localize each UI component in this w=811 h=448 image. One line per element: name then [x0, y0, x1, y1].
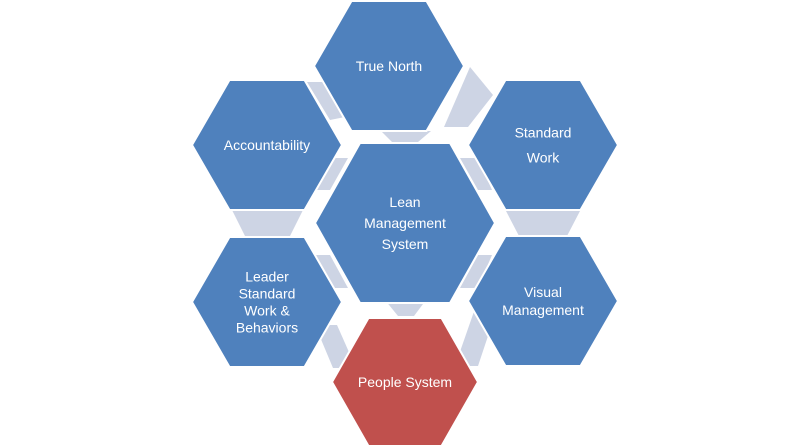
hexagon-shape — [313, 142, 497, 304]
connector-shape — [316, 255, 348, 288]
hexagon-shape — [466, 79, 620, 211]
hex-label-line: Visual — [524, 284, 562, 300]
connector-shape — [460, 158, 492, 190]
hex-label-line: Behaviors — [236, 320, 298, 336]
connector-shape — [444, 67, 493, 127]
hex-label-line: People System — [358, 374, 452, 390]
connector-shape — [381, 131, 431, 142]
connector-shape — [316, 158, 348, 190]
hex-true-north: True North — [312, 0, 466, 132]
hex-label-line: Standard — [239, 286, 296, 302]
connector-shape — [460, 255, 492, 288]
hexagon-shape — [190, 79, 344, 211]
hex-accountability: Accountability — [190, 79, 344, 211]
hex-people-system: People System — [330, 317, 480, 447]
connectors — [232, 67, 580, 368]
hex-label-line: Standard — [515, 125, 572, 141]
hexagon-shape — [466, 235, 620, 367]
hex-label-line: System — [382, 236, 429, 252]
hex-label-line: Lean — [389, 194, 420, 210]
hex-label-line: Accountability — [224, 137, 310, 153]
connector-shape — [506, 211, 580, 236]
hex-label-line: Work & — [244, 303, 290, 319]
hex-label-line: True North — [356, 58, 422, 74]
hexagon-shape — [312, 0, 466, 132]
hexagon-shape — [190, 236, 344, 368]
connector-shape — [232, 210, 303, 236]
hex-label-line: Leader — [245, 269, 289, 285]
hex-label-line: Management — [364, 215, 446, 231]
hexagon-shape — [330, 317, 480, 447]
hexagons: True NorthStandardWorkVisualManagementPe… — [190, 0, 620, 447]
hex-label-line: Work — [527, 150, 560, 166]
hex-label-line: Management — [502, 302, 584, 318]
